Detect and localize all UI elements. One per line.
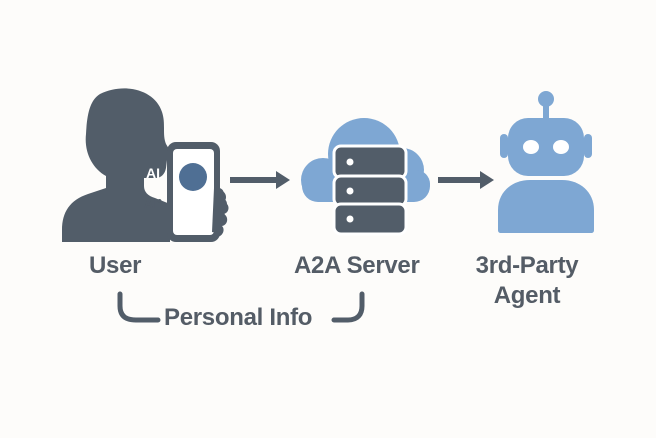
arrow-right-icon [230,171,290,189]
agent-label-line1: 3rd-Party [475,252,579,279]
person-with-phone-icon [62,88,229,242]
robot-eye-right [553,140,569,154]
edge-server-agent [436,168,498,192]
robot-antenna [543,102,549,120]
robot-ear-left [500,134,508,158]
ai-badge [179,163,207,191]
personal-info-bracket [112,290,372,330]
server-stack [332,144,408,236]
robot-icon [498,91,594,233]
user-label: User [89,252,142,279]
robot-body [498,180,594,233]
server-node [290,112,438,242]
bracket-lines [117,291,365,323]
robot-ear-right [584,134,592,158]
edge-user-server [228,168,294,192]
cloud-server-icon [301,118,430,236]
person-silhouette [62,88,173,242]
arrow-right-icon [438,171,494,189]
robot-antenna-ball [538,91,554,107]
user-node: AI AI° [40,82,240,252]
ai-badge-text: AI [146,165,160,181]
server-label: A2A Server [294,252,420,279]
phone-screen [173,149,214,235]
agent-label-line2: Agent [493,282,561,309]
phone-caption: AI° [143,196,163,211]
personal-info-label: Personal Info [164,304,313,331]
agent-node [498,88,598,234]
robot-eye-left [523,140,539,154]
robot-head [508,118,584,176]
